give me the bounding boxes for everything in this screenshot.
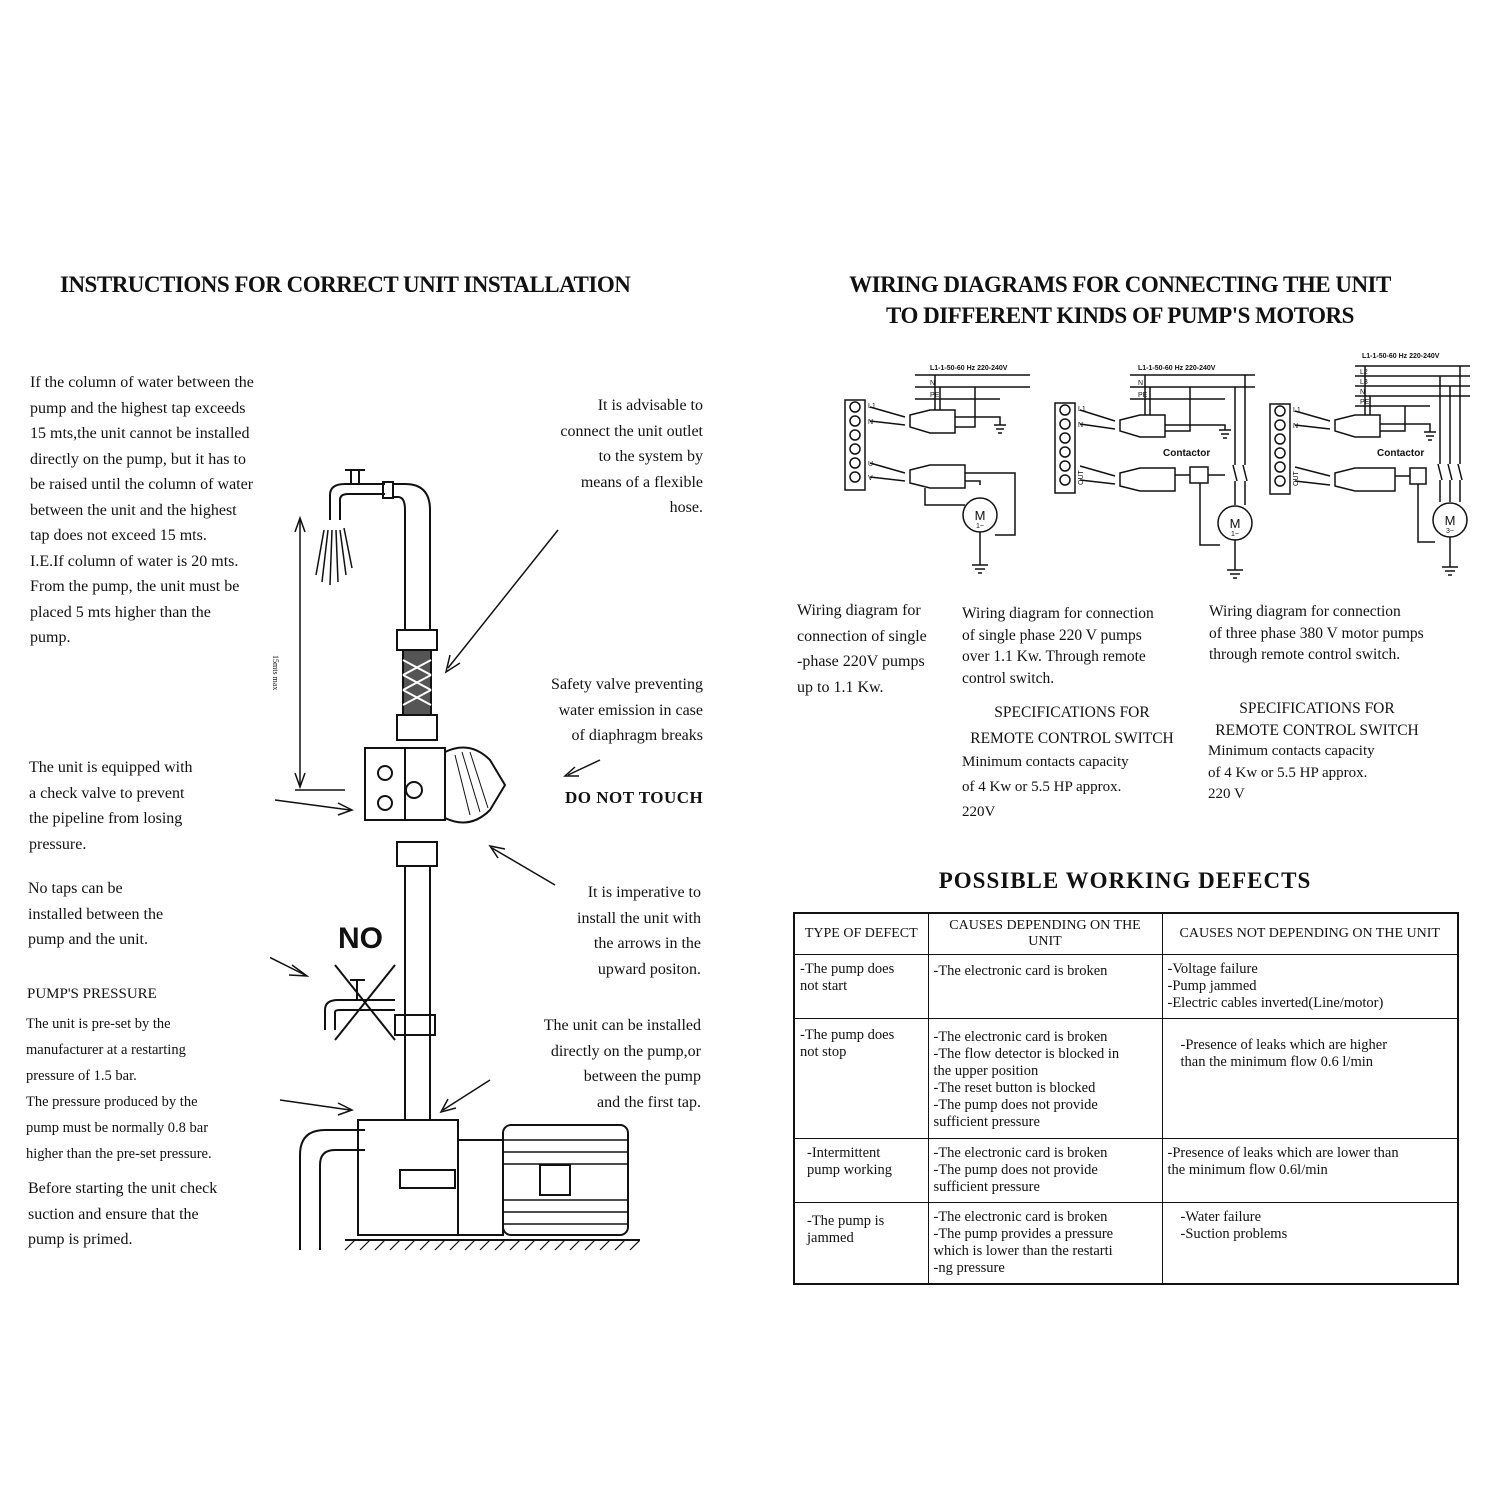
spec-heading-2: SPECIFICATIONS FOR REMOTE CONTROL SWITCH bbox=[970, 704, 1174, 747]
svg-text:L2: L2 bbox=[1360, 369, 1368, 376]
svg-text:OUT: OUT bbox=[1078, 470, 1085, 486]
svg-text:OUT: OUT bbox=[1293, 471, 1300, 487]
wiring-diagram-2: M 1~ L1 N OUT N PE Contactor L1-1-50-60 … bbox=[1050, 355, 1255, 585]
dimension-label: 15mts max bbox=[271, 655, 280, 691]
spec-text-2: Minimum contacts capacity of 4 Kw or 5.5… bbox=[962, 754, 1129, 820]
svg-text:PE: PE bbox=[930, 392, 940, 399]
table-cell: -The pump does not stop bbox=[793, 1018, 929, 1139]
spec-text-3: Minimum contacts capacity of 4 Kw or 5.5… bbox=[1208, 743, 1375, 802]
table-cell: -The electronic card is broken -The pump… bbox=[927, 1138, 1163, 1203]
pipe-fitting bbox=[396, 841, 438, 867]
no-label: NO bbox=[338, 922, 383, 955]
table-cell: -Water failure -Suction problems bbox=[1161, 1202, 1459, 1285]
wiring-title-line1: WIRING DIAGRAMS FOR CONNECTING THE UNIT bbox=[849, 272, 1391, 297]
table-cell: -The electronic card is broken -The flow… bbox=[927, 1018, 1163, 1139]
no-taps-text: No taps can be installed between the pum… bbox=[28, 880, 164, 948]
svg-text:N: N bbox=[1078, 422, 1083, 429]
svg-text:L3: L3 bbox=[1360, 379, 1368, 386]
svg-text:L1: L1 bbox=[1293, 407, 1301, 414]
safety-valve-text: Safety valve preventing water emission i… bbox=[551, 676, 703, 744]
table-cell: -The electronic card is broken -The pump… bbox=[927, 1202, 1163, 1285]
check-valve-text: The unit is equipped with a check valve … bbox=[29, 759, 193, 853]
svg-text:V: V bbox=[868, 475, 873, 482]
pressure-text: The unit is pre-set by the manufacturer … bbox=[26, 1016, 212, 1162]
svg-text:Contactor: Contactor bbox=[1163, 448, 1210, 459]
defects-table-header: TYPE OF DEFECT CAUSES DEPENDING ON THE U… bbox=[793, 912, 1459, 955]
svg-text:Contactor: Contactor bbox=[1377, 448, 1424, 459]
wiring-diagram-1: M 1~ L1 N U V N PE L1-1-50-60 Hz 220-240… bbox=[840, 355, 1030, 580]
svg-text:3~: 3~ bbox=[1446, 528, 1454, 535]
table-cell: -The pump does not start bbox=[793, 954, 929, 1019]
tap-spout bbox=[329, 483, 385, 520]
wiring-diagram-3: M 3~ L1 N OUT L2 L3 N PE Contactor L1-1-… bbox=[1265, 352, 1470, 582]
svg-text:N: N bbox=[930, 380, 935, 387]
svg-text:M: M bbox=[1230, 516, 1241, 531]
arrows-upward-text: It is imperative to install the unit wit… bbox=[577, 884, 701, 978]
terminal-screws bbox=[849, 401, 861, 483]
svg-text:PE: PE bbox=[1138, 392, 1148, 399]
svg-text:U: U bbox=[868, 461, 873, 468]
contactor bbox=[1409, 467, 1427, 485]
table-cell: -The electronic card is broken bbox=[927, 954, 1163, 1019]
diagram-2-caption: Wiring diagram for connection of single … bbox=[962, 605, 1154, 687]
header-unit-causes: CAUSES DEPENDING ON THE UNIT bbox=[927, 912, 1163, 955]
diagram-3-caption: Wiring diagram for connection of three p… bbox=[1209, 603, 1424, 663]
wiring-title-line2: TO DIFFERENT KINDS OF PUMP'S MOTORS bbox=[886, 303, 1354, 328]
water-spray bbox=[315, 527, 353, 586]
supply-label-1: L1-1-50-60 Hz 220-240V bbox=[930, 365, 1008, 372]
table-cell: -Presence of leaks which are lower than … bbox=[1161, 1138, 1459, 1203]
pressure-heading: PUMP'S PRESSURE bbox=[27, 986, 157, 1002]
table-row: -The pump does not start -The electronic… bbox=[793, 954, 1459, 1019]
hose-fitting-top bbox=[396, 629, 438, 651]
suction-pipe bbox=[299, 1129, 365, 1250]
terminal-block bbox=[844, 399, 866, 491]
header-other-causes: CAUSES NOT DEPENDING ON THE UNIT bbox=[1161, 912, 1459, 955]
water-column-text: If the column of water between the pump … bbox=[30, 374, 254, 646]
pressure-gauge-icon bbox=[405, 781, 423, 799]
cable-gland bbox=[909, 409, 956, 434]
pipe-elbow bbox=[393, 483, 431, 630]
flexible-hose-text: It is advisable to connect the unit outl… bbox=[560, 397, 703, 516]
do-not-touch-label: DO NOT TOUCH bbox=[565, 788, 704, 807]
supply-label-3: L1-1-50-60 Hz 220-240V bbox=[1362, 353, 1440, 360]
header-type: TYPE OF DEFECT bbox=[793, 912, 929, 955]
supply-label-2: L1-1-50-60 Hz 220-240V bbox=[1138, 365, 1216, 372]
contactor bbox=[1189, 466, 1209, 484]
svg-text:N: N bbox=[868, 419, 873, 426]
defects-title: POSSIBLE WORKING DEFECTS bbox=[938, 868, 1312, 893]
svg-text:N: N bbox=[1293, 423, 1298, 430]
spec-heading-3: SPECIFICATIONS FOR REMOTE CONTROL SWITCH bbox=[1215, 700, 1419, 739]
svg-text:N: N bbox=[1360, 389, 1365, 396]
table-row: -The pump is jammed -The electronic card… bbox=[793, 1202, 1459, 1285]
svg-text:1~: 1~ bbox=[1231, 531, 1239, 538]
table-cell: -Intermittent pump working bbox=[793, 1138, 929, 1203]
diagram-1-caption: Wiring diagram for connection of single … bbox=[797, 602, 927, 696]
svg-text:N: N bbox=[1138, 380, 1143, 387]
table-cell: -Presence of leaks which are higher than… bbox=[1161, 1018, 1459, 1139]
table-cell: -The pump is jammed bbox=[793, 1202, 929, 1285]
table-cell: -Voltage failure -Pump jammed -Electric … bbox=[1161, 954, 1459, 1019]
table-row: -The pump does not stop -The electronic … bbox=[793, 1018, 1459, 1139]
table-row: -Intermittent pump working -The electron… bbox=[793, 1138, 1459, 1203]
svg-text:PE: PE bbox=[1360, 399, 1370, 406]
installation-position-text: The unit can be installed directly on th… bbox=[543, 1017, 701, 1111]
svg-text:L1: L1 bbox=[868, 403, 876, 410]
unit-cap bbox=[444, 746, 507, 824]
pointer-arrows bbox=[270, 529, 601, 1116]
svg-text:1~: 1~ bbox=[976, 523, 984, 530]
svg-text:L1: L1 bbox=[1078, 406, 1086, 413]
hose-fitting-bottom bbox=[396, 714, 438, 741]
pump-motor bbox=[502, 1124, 629, 1236]
crossed-tap bbox=[324, 999, 395, 1030]
installation-drawing bbox=[270, 469, 640, 1251]
svg-text:M: M bbox=[1445, 513, 1456, 528]
priming-text: Before starting the unit check suction a… bbox=[28, 1180, 218, 1248]
tap-stem bbox=[350, 469, 360, 485]
svg-text:M: M bbox=[975, 508, 986, 523]
pump-housing bbox=[357, 1119, 459, 1236]
defects-table: TYPE OF DEFECT CAUSES DEPENDING ON THE U… bbox=[793, 912, 1459, 1285]
ground-icon bbox=[972, 564, 988, 574]
installation-title: INSTRUCTIONS FOR CORRECT UNIT INSTALLATI… bbox=[60, 272, 631, 297]
